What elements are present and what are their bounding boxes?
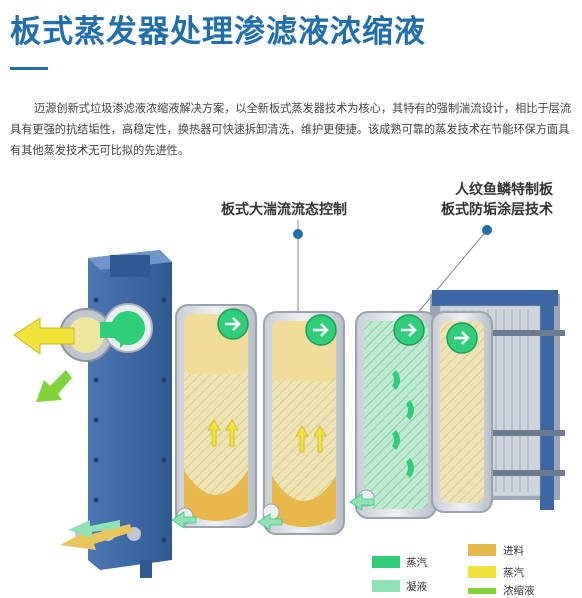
legend-label: 蒸汽: [503, 567, 524, 579]
legend-item-steam-left: 蒸汽: [406, 555, 427, 570]
legend-item-concentrate: 浓缩液: [503, 583, 535, 598]
steam-out-arrow: [13, 317, 75, 355]
legend-item-steam-right: 蒸汽: [503, 565, 524, 580]
plate-4: [431, 311, 493, 513]
callout-dot-turbulent: [293, 229, 303, 239]
page-title: 板式蒸发器处理渗滤液浓缩液: [10, 14, 426, 50]
plate-2: [262, 311, 345, 535]
plate-3: [355, 311, 437, 519]
legend-item-feed: 进料: [503, 543, 524, 558]
legend-swatch-steam-right: [468, 566, 496, 578]
plate-1: [175, 304, 257, 528]
legend-swatch-condensate: [372, 580, 400, 592]
steam-in-arrow: [100, 312, 140, 348]
legend-label: 进料: [503, 545, 524, 557]
callout-dot-fishscale: [482, 225, 492, 235]
legend-label: 凝液: [406, 581, 427, 593]
title-underline: [10, 67, 48, 70]
legend-label: 蒸汽: [406, 557, 427, 569]
label-fishscale-line1: 人纹鱼鳞特制板: [455, 182, 553, 198]
feed-in-arrow: [60, 524, 132, 550]
legend-swatch-feed: [468, 544, 496, 556]
label-turbulent-control: 板式大湍流流态控制: [221, 202, 347, 218]
legend-label: 浓缩液: [503, 585, 535, 597]
intro-paragraph: 迈源创新式垃圾渗滤液浓缩液解决方案，以全新板式蒸发器技术为核心，其特有的强制湍流…: [10, 102, 572, 157]
condensate-return-arrows: [171, 493, 375, 531]
upflow-arrows: [207, 419, 327, 453]
legend-swatch-concentrate: [468, 588, 496, 594]
legend-item-condensate: 凝液: [406, 579, 427, 594]
label-fishscale: 人纹鱼鳞特制板 板式防垢涂层技术: [441, 180, 553, 220]
legend-swatch-steam-left: [372, 556, 400, 568]
concentrate-out-arrow: [36, 370, 72, 402]
label-fishscale-line2: 板式防垢涂层技术: [441, 202, 553, 218]
condensate-arrow: [68, 520, 120, 538]
